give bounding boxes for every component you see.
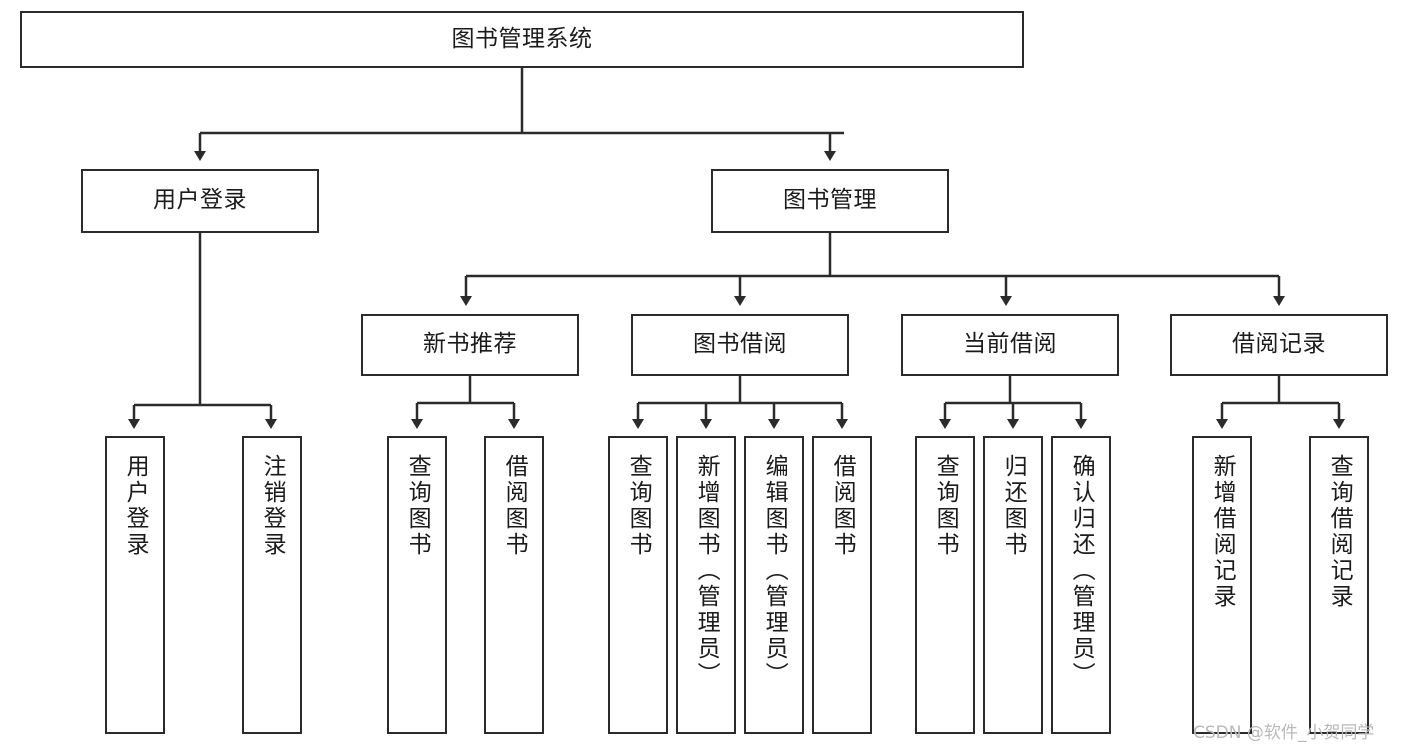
node-leaf-user-logout[interactable]: 注销登录: [242, 436, 302, 734]
node-leaf-return-book[interactable]: 归还图书: [983, 436, 1043, 734]
node-leaf-borrow-book-1-label: 借阅图书: [501, 454, 528, 558]
node-leaf-add-record-label: 新增借阅记录: [1209, 454, 1236, 610]
watermark: CSDN @软件_小贺同学: [1193, 723, 1375, 743]
node-leaf-confirm-return-label: 确认归还（管理员）: [1068, 454, 1095, 688]
node-user-login-label: 用户登录: [153, 187, 247, 214]
node-leaf-edit-book[interactable]: 编辑图书（管理员）: [744, 436, 804, 734]
node-leaf-query-book-3[interactable]: 查询图书: [915, 436, 975, 734]
node-leaf-borrow-book-2-label: 借阅图书: [829, 454, 856, 558]
node-leaf-query-record-label: 查询借阅记录: [1326, 454, 1353, 610]
node-leaf-user-login[interactable]: 用户登录: [105, 436, 165, 734]
node-leaf-borrow-book-1[interactable]: 借阅图书: [484, 436, 544, 734]
node-leaf-add-book-label: 新增图书（管理员）: [693, 454, 720, 688]
node-leaf-add-book[interactable]: 新增图书（管理员）: [676, 436, 736, 734]
node-leaf-add-record[interactable]: 新增借阅记录: [1192, 436, 1252, 734]
node-leaf-query-book-1[interactable]: 查询图书: [387, 436, 447, 734]
node-borrow-record-label: 借阅记录: [1232, 331, 1326, 358]
node-leaf-return-book-label: 归还图书: [1000, 454, 1027, 558]
node-current-borrow[interactable]: 当前借阅: [901, 314, 1119, 376]
node-leaf-borrow-book-2[interactable]: 借阅图书: [812, 436, 872, 734]
node-book-borrow-label: 图书借阅: [693, 331, 787, 358]
node-leaf-query-book-1-label: 查询图书: [404, 454, 431, 558]
node-leaf-edit-book-label: 编辑图书（管理员）: [761, 454, 788, 688]
node-root[interactable]: 图书管理系统: [20, 11, 1024, 68]
node-leaf-query-book-2[interactable]: 查询图书: [608, 436, 668, 734]
node-leaf-query-book-3-label: 查询图书: [932, 454, 959, 558]
node-new-book-rec-label: 新书推荐: [423, 331, 517, 358]
node-leaf-query-record[interactable]: 查询借阅记录: [1309, 436, 1369, 734]
node-current-borrow-label: 当前借阅: [963, 331, 1057, 358]
node-leaf-user-login-label: 用户登录: [122, 454, 149, 558]
node-root-label: 图书管理系统: [451, 25, 593, 52]
node-book-manage[interactable]: 图书管理: [711, 169, 949, 233]
node-leaf-query-book-2-label: 查询图书: [625, 454, 652, 558]
node-user-login[interactable]: 用户登录: [81, 169, 319, 233]
node-leaf-user-logout-label: 注销登录: [259, 454, 286, 558]
node-new-book-rec[interactable]: 新书推荐: [361, 314, 579, 376]
node-book-borrow[interactable]: 图书借阅: [631, 314, 849, 376]
node-book-manage-label: 图书管理: [783, 187, 877, 214]
node-borrow-record[interactable]: 借阅记录: [1170, 314, 1388, 376]
node-leaf-confirm-return[interactable]: 确认归还（管理员）: [1051, 436, 1111, 734]
